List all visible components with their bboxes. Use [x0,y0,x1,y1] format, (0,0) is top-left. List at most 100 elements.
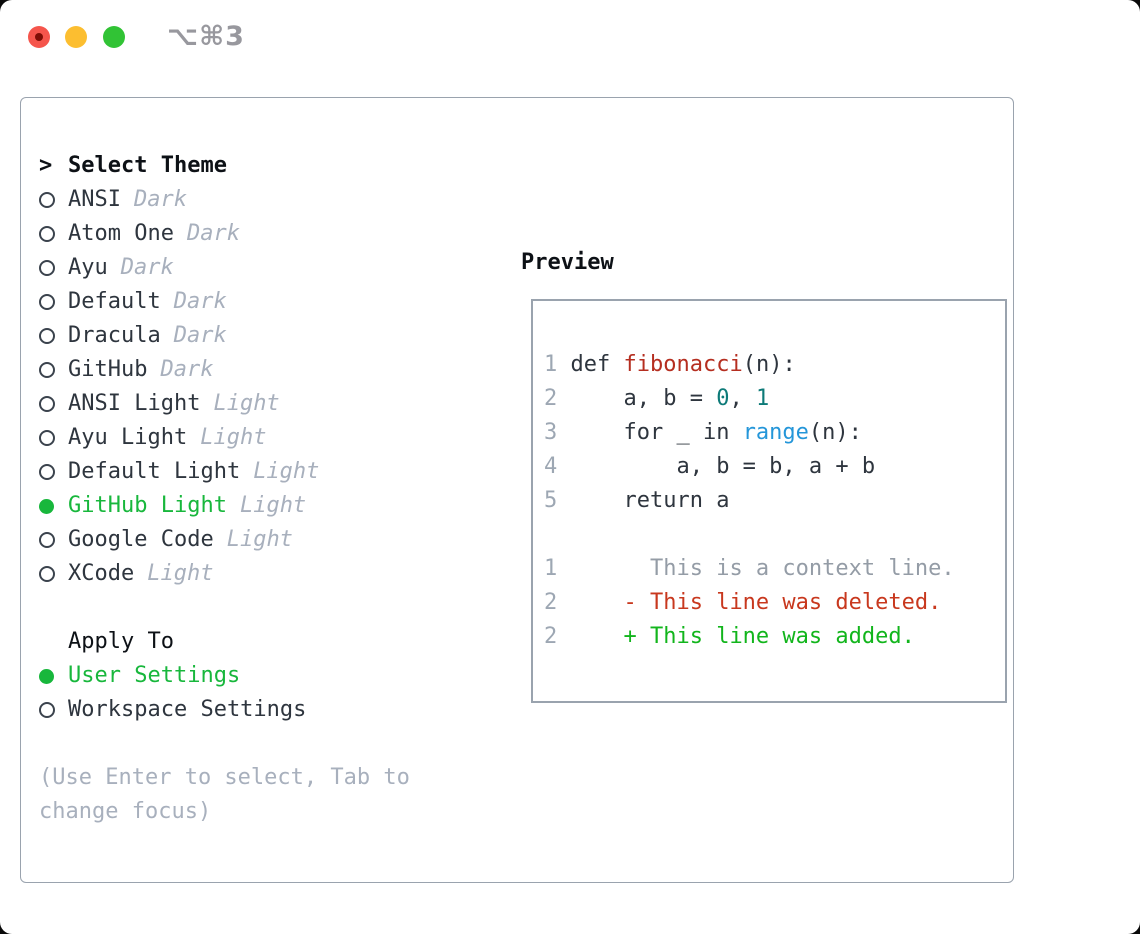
theme-option[interactable]: GitHub Light Light [39,489,319,523]
apply-to-title: Apply To [68,629,174,654]
theme-option[interactable]: Ayu Dark [39,251,319,285]
code-line: 1 def fibonacci(n): [544,348,955,382]
radio-unselected-icon [39,328,55,344]
code-token: range [742,420,809,445]
radio-icon [39,430,68,446]
theme-option[interactable]: Ayu Light Light [39,421,319,455]
line-number: 2 [544,386,571,411]
close-button[interactable] [28,26,50,48]
minimize-button[interactable] [65,26,87,48]
radio-icon [39,362,68,378]
code-token: for _ in [570,420,743,445]
radio-unselected-icon [39,226,55,242]
radio-icon [39,294,68,310]
code-token: (n): [742,352,796,377]
theme-variant-label: Light [239,493,307,518]
radio-icon [39,532,68,548]
radio-unselected-icon [39,430,55,446]
radio-icon [39,464,68,480]
theme-variant-label: Dark [133,187,187,212]
prompt-icon: > [39,153,53,178]
theme-variant-label: Light [147,561,214,586]
radio-icon [39,260,68,276]
radio-selected-icon [39,498,54,514]
radio-unselected-icon [39,702,55,718]
apply-option[interactable]: User Settings [39,659,306,693]
code-token: a, b = b, a + b [570,454,876,479]
radio-icon [39,328,68,344]
line-number: 5 [544,488,571,513]
theme-option[interactable]: Dracula Dark [39,319,319,353]
radio-selected-icon [39,668,54,684]
apply-to-header: Apply To [39,625,306,659]
radio-icon [39,702,68,718]
theme-option[interactable]: Google Code Light [39,523,319,557]
theme-option[interactable]: Default Light Light [39,455,319,489]
code-token: 1 [755,386,770,411]
radio-unselected-icon [39,362,55,378]
code-line: 5 return a [544,484,955,518]
zoom-button[interactable] [103,26,125,48]
theme-variant-label: Light [226,527,293,552]
apply-option[interactable]: Workspace Settings [39,693,306,727]
theme-variant-label: Dark [120,255,174,280]
code-token: (n): [808,420,862,445]
theme-option-label: XCode [68,561,135,586]
line-number [544,522,571,547]
theme-option-label: GitHub [68,357,148,382]
code-token: def [570,352,624,377]
line-number: 3 [544,420,571,445]
code-token: return a [570,488,730,513]
theme-option[interactable]: GitHub Dark [39,353,319,387]
theme-variant-label: Dark [186,221,240,246]
theme-variant-label: Dark [160,357,214,382]
theme-variant-label: Dark [173,323,227,348]
code-token: + This line was added. [570,624,915,649]
theme-option-label: Dracula [68,323,161,348]
code-line: 2 - This line was deleted. [544,586,955,620]
theme-option-label: Atom One [68,221,174,246]
radio-unselected-icon [39,464,55,480]
radio-unselected-icon [39,566,55,582]
theme-option-label: Ayu [68,255,108,280]
theme-option-label: Ayu Light [68,425,188,450]
theme-option-label: Default Light [68,459,241,484]
radio-icon [39,566,68,582]
apply-option-label: Workspace Settings [68,697,307,722]
theme-option-label: GitHub Light [68,493,227,518]
radio-unselected-icon [39,396,55,412]
radio-icon [39,226,68,242]
apply-option-label: User Settings [68,663,241,688]
theme-variant-label: Light [213,391,280,416]
code-line: 2 + This line was added. [544,620,955,654]
code-line: 3 for _ in range(n): [544,416,955,450]
code-token: , [729,386,756,411]
theme-option[interactable]: XCode Light [39,557,319,591]
code-line: 2 a, b = 0, 1 [544,382,955,416]
preview-title: Preview [521,250,614,275]
theme-option[interactable]: Atom One Dark [39,217,319,251]
line-number: 1 [544,352,571,377]
code-token: 0 [716,386,730,411]
line-number: 1 [544,556,571,581]
code-token: This is a context line. [570,556,955,581]
line-number: 4 [544,454,571,479]
hint-line: change focus) [39,799,212,824]
code-token: fibonacci [623,352,743,377]
line-number: 2 [544,590,571,615]
theme-option-label: Google Code [68,527,214,552]
theme-variant-label: Light [200,425,267,450]
code-token: - This line was deleted. [570,590,942,615]
code-token: a, b = [570,386,717,411]
theme-list-header: > Select Theme [39,149,319,183]
theme-variant-label: Light [253,459,320,484]
